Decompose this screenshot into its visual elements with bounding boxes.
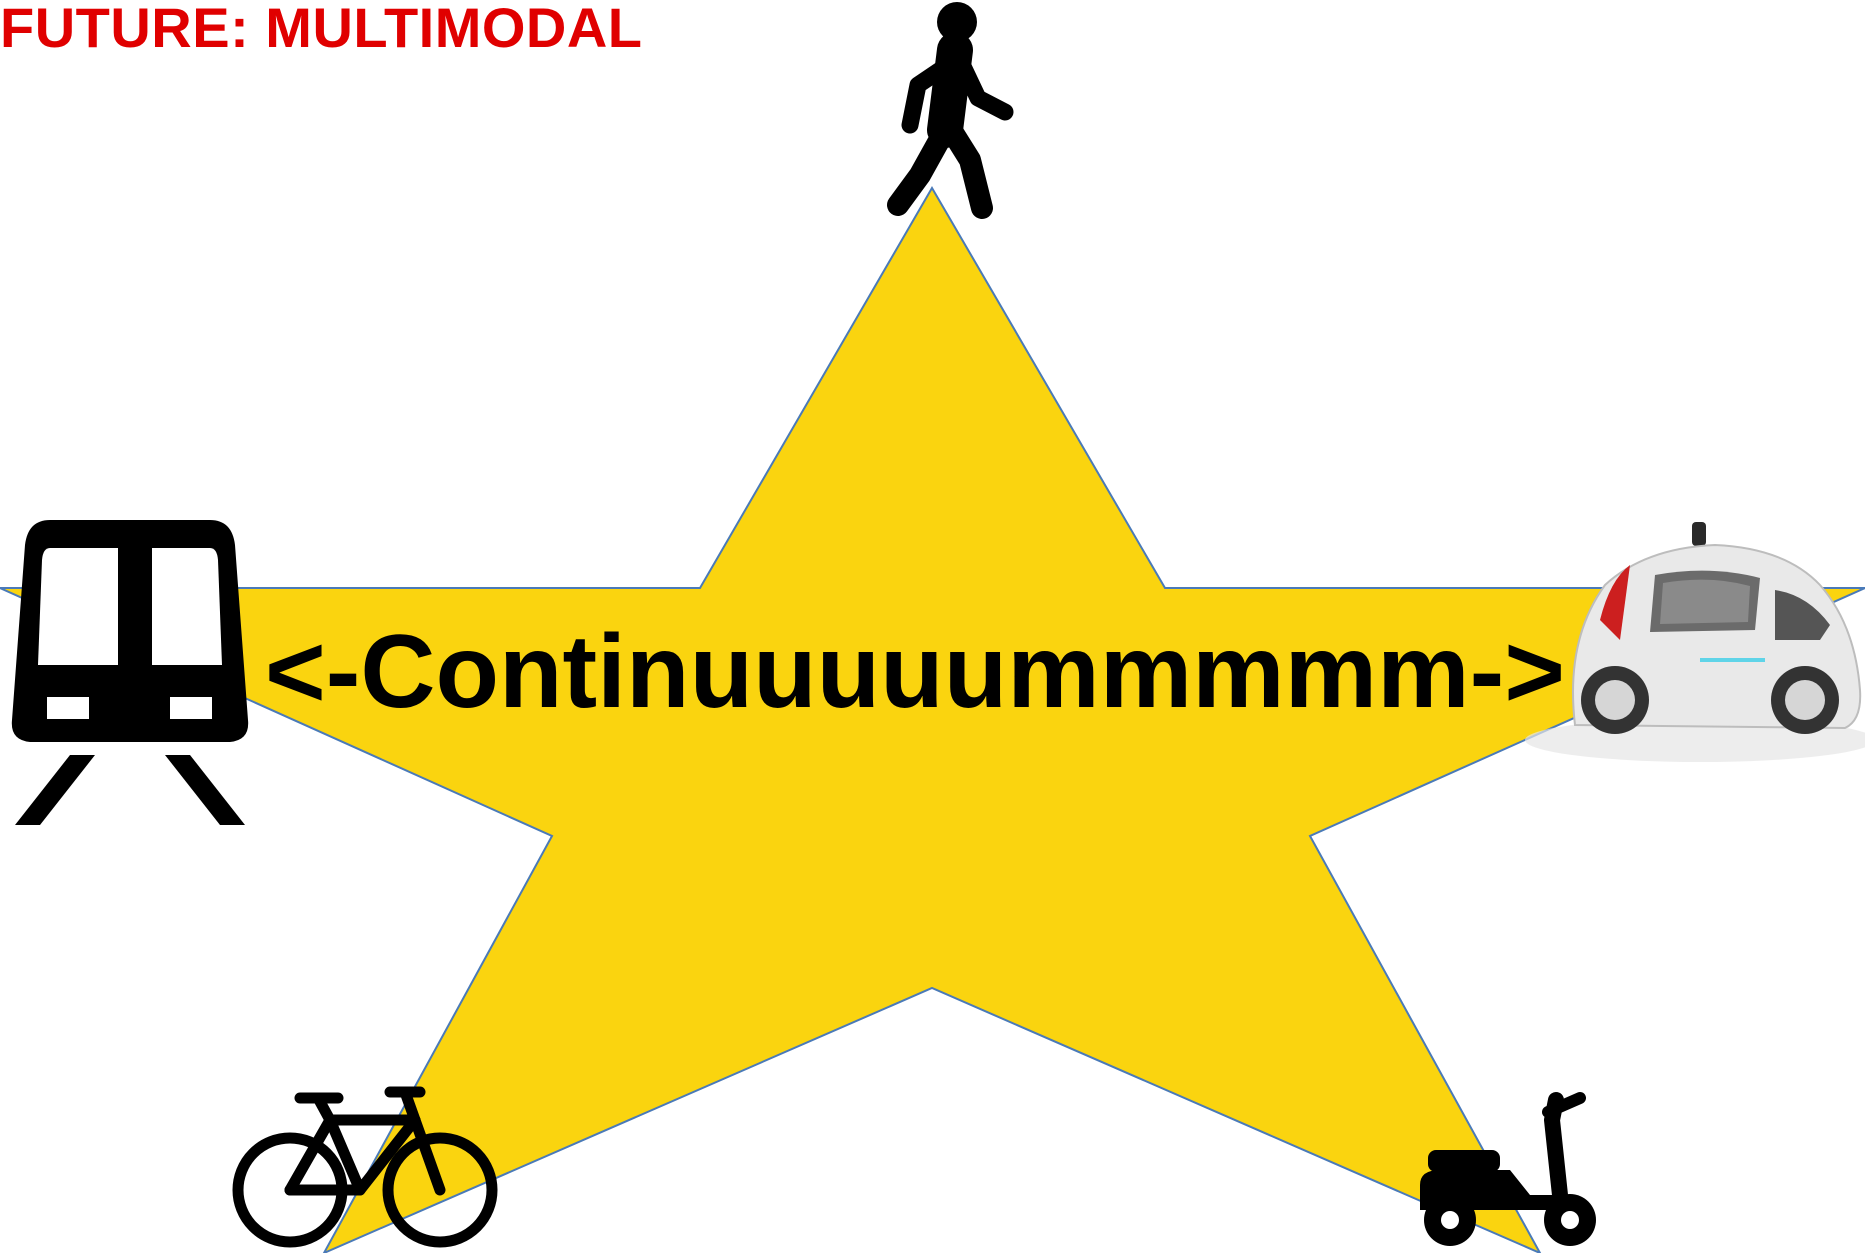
continuum-label: <-Continuuuuummmmm-> bbox=[265, 620, 1565, 724]
train-icon bbox=[12, 520, 248, 825]
slide-title: FUTURE: MULTIMODAL bbox=[0, 0, 643, 56]
walking-person-icon bbox=[898, 2, 1005, 208]
